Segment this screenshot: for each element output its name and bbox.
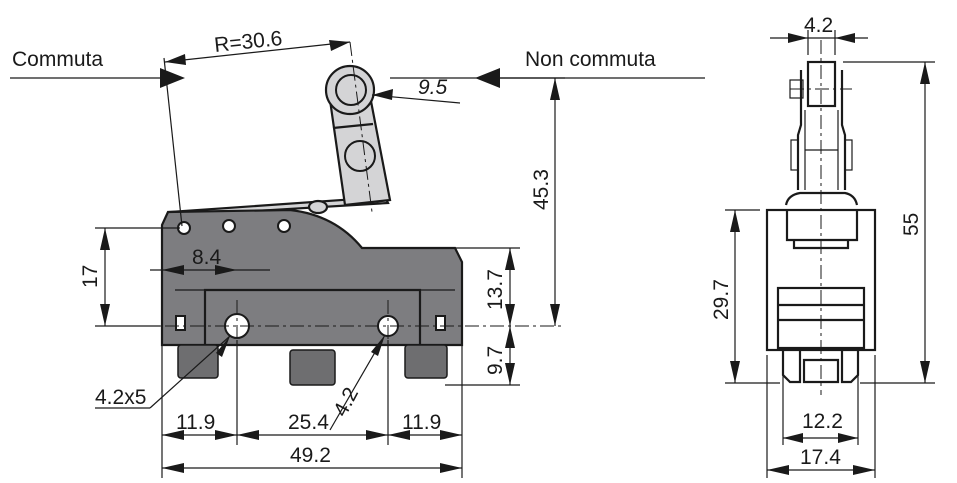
dim-hole-dia: 4.2 [329,384,363,421]
arm-centerline [349,41,373,213]
dim-radius: R=30.6 [213,27,283,57]
arrow-head [165,54,186,65]
arrow-head [329,40,350,51]
dim-right-11-9: 11.9 [402,411,441,434]
arrow-head [920,361,930,383]
lever-pin [307,199,329,215]
arrow-head [162,265,184,275]
arrow-head [505,326,515,348]
dim-9-7: 9.7 [484,346,507,375]
small-hole [277,219,291,233]
arrow-head [215,430,237,440]
arrow-head [853,465,875,475]
arrow-head [371,335,385,356]
arrow-head [505,248,515,270]
arrow-head [505,304,515,326]
dim-17: 17 [79,265,102,288]
arrow-head [730,210,740,232]
arrow-head [215,265,237,275]
arrow-head [550,78,560,100]
dim-8-4: 8.4 [192,246,222,269]
side-tab [790,139,799,171]
side-tab [844,139,853,171]
terminal-left [177,344,219,379]
arrow-head [162,430,184,440]
side-actuator-base [784,191,859,206]
dim-side-17-4: 17.4 [800,446,841,469]
arrow-head [783,433,803,443]
arrow-head [216,336,230,357]
extension-line [163,57,183,227]
dim-holes: 4.2x5 [95,386,146,409]
radius-dim-line [164,41,351,63]
dim-25-4: 25.4 [288,411,329,434]
arrow-head [835,33,855,43]
arrow-head [788,33,808,43]
dim-side-4-2: 4.2 [804,14,833,37]
dim-side-55: 55 [900,213,923,236]
terminal-right [404,344,448,379]
side-view [765,40,877,395]
arrow-head [838,433,858,443]
arm-joint [332,122,374,130]
label-commuta: Commuta [12,48,103,71]
label-non-commuta: Non commuta [525,48,656,71]
body-recess [203,288,422,345]
arrow-head [162,463,184,473]
leader-line [149,335,231,409]
dim-left-11-9: 11.9 [176,411,215,434]
arrow-head [100,228,110,250]
terminal-center [289,349,336,386]
arrow-head [730,361,740,383]
switch-body [160,208,464,347]
slot-left [175,315,186,331]
slot-right [435,315,446,331]
arrow-head [440,430,462,440]
dim-49-2: 49.2 [290,444,331,467]
small-hole [222,219,236,233]
arrow-head [920,62,930,84]
arrow-head [388,430,410,440]
arrow-head [505,363,515,385]
arrow-head [767,465,789,475]
dim-roller-dia: 9.5 [418,76,448,99]
arrow-head [372,89,393,100]
roller-inner [335,74,367,106]
arrow-head [440,463,462,473]
front-view [140,41,565,386]
dim-side-29-7: 29.7 [710,279,733,320]
arrow-head [237,430,259,440]
arrow-head [550,304,560,326]
arm-screw [344,140,376,172]
dim-side-12-2: 12.2 [802,410,843,433]
side-body [765,208,877,352]
arrow-head [160,68,185,88]
arrow-head [366,430,388,440]
dim-13-7: 13.7 [484,269,507,310]
dim-45-3: 45.3 [530,169,553,210]
arrow-head [100,304,110,326]
